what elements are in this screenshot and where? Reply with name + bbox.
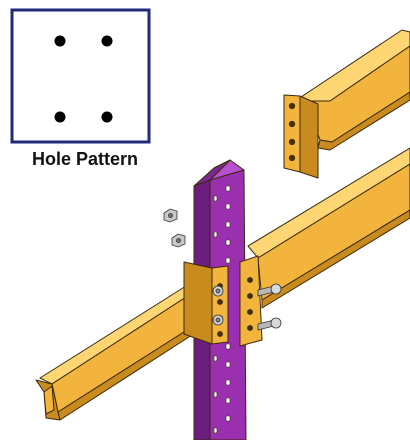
hole-pattern-caption: Hole Pattern bbox=[31, 149, 139, 169]
hole-pattern-hole bbox=[101, 35, 113, 47]
bolts bbox=[212, 283, 282, 331]
left-connector-plate bbox=[183, 261, 229, 345]
upper-beam bbox=[283, 29, 410, 179]
hole-pattern-hole bbox=[101, 111, 113, 123]
left-beam bbox=[35, 285, 207, 421]
post-holes bbox=[213, 185, 231, 434]
hole-pattern-hole bbox=[54, 35, 66, 47]
hole-pattern-frame bbox=[10, 8, 151, 144]
hole-pattern-hole bbox=[54, 111, 66, 123]
right-beam bbox=[247, 147, 410, 309]
right-connector-plate bbox=[239, 255, 263, 347]
nuts bbox=[163, 208, 186, 248]
